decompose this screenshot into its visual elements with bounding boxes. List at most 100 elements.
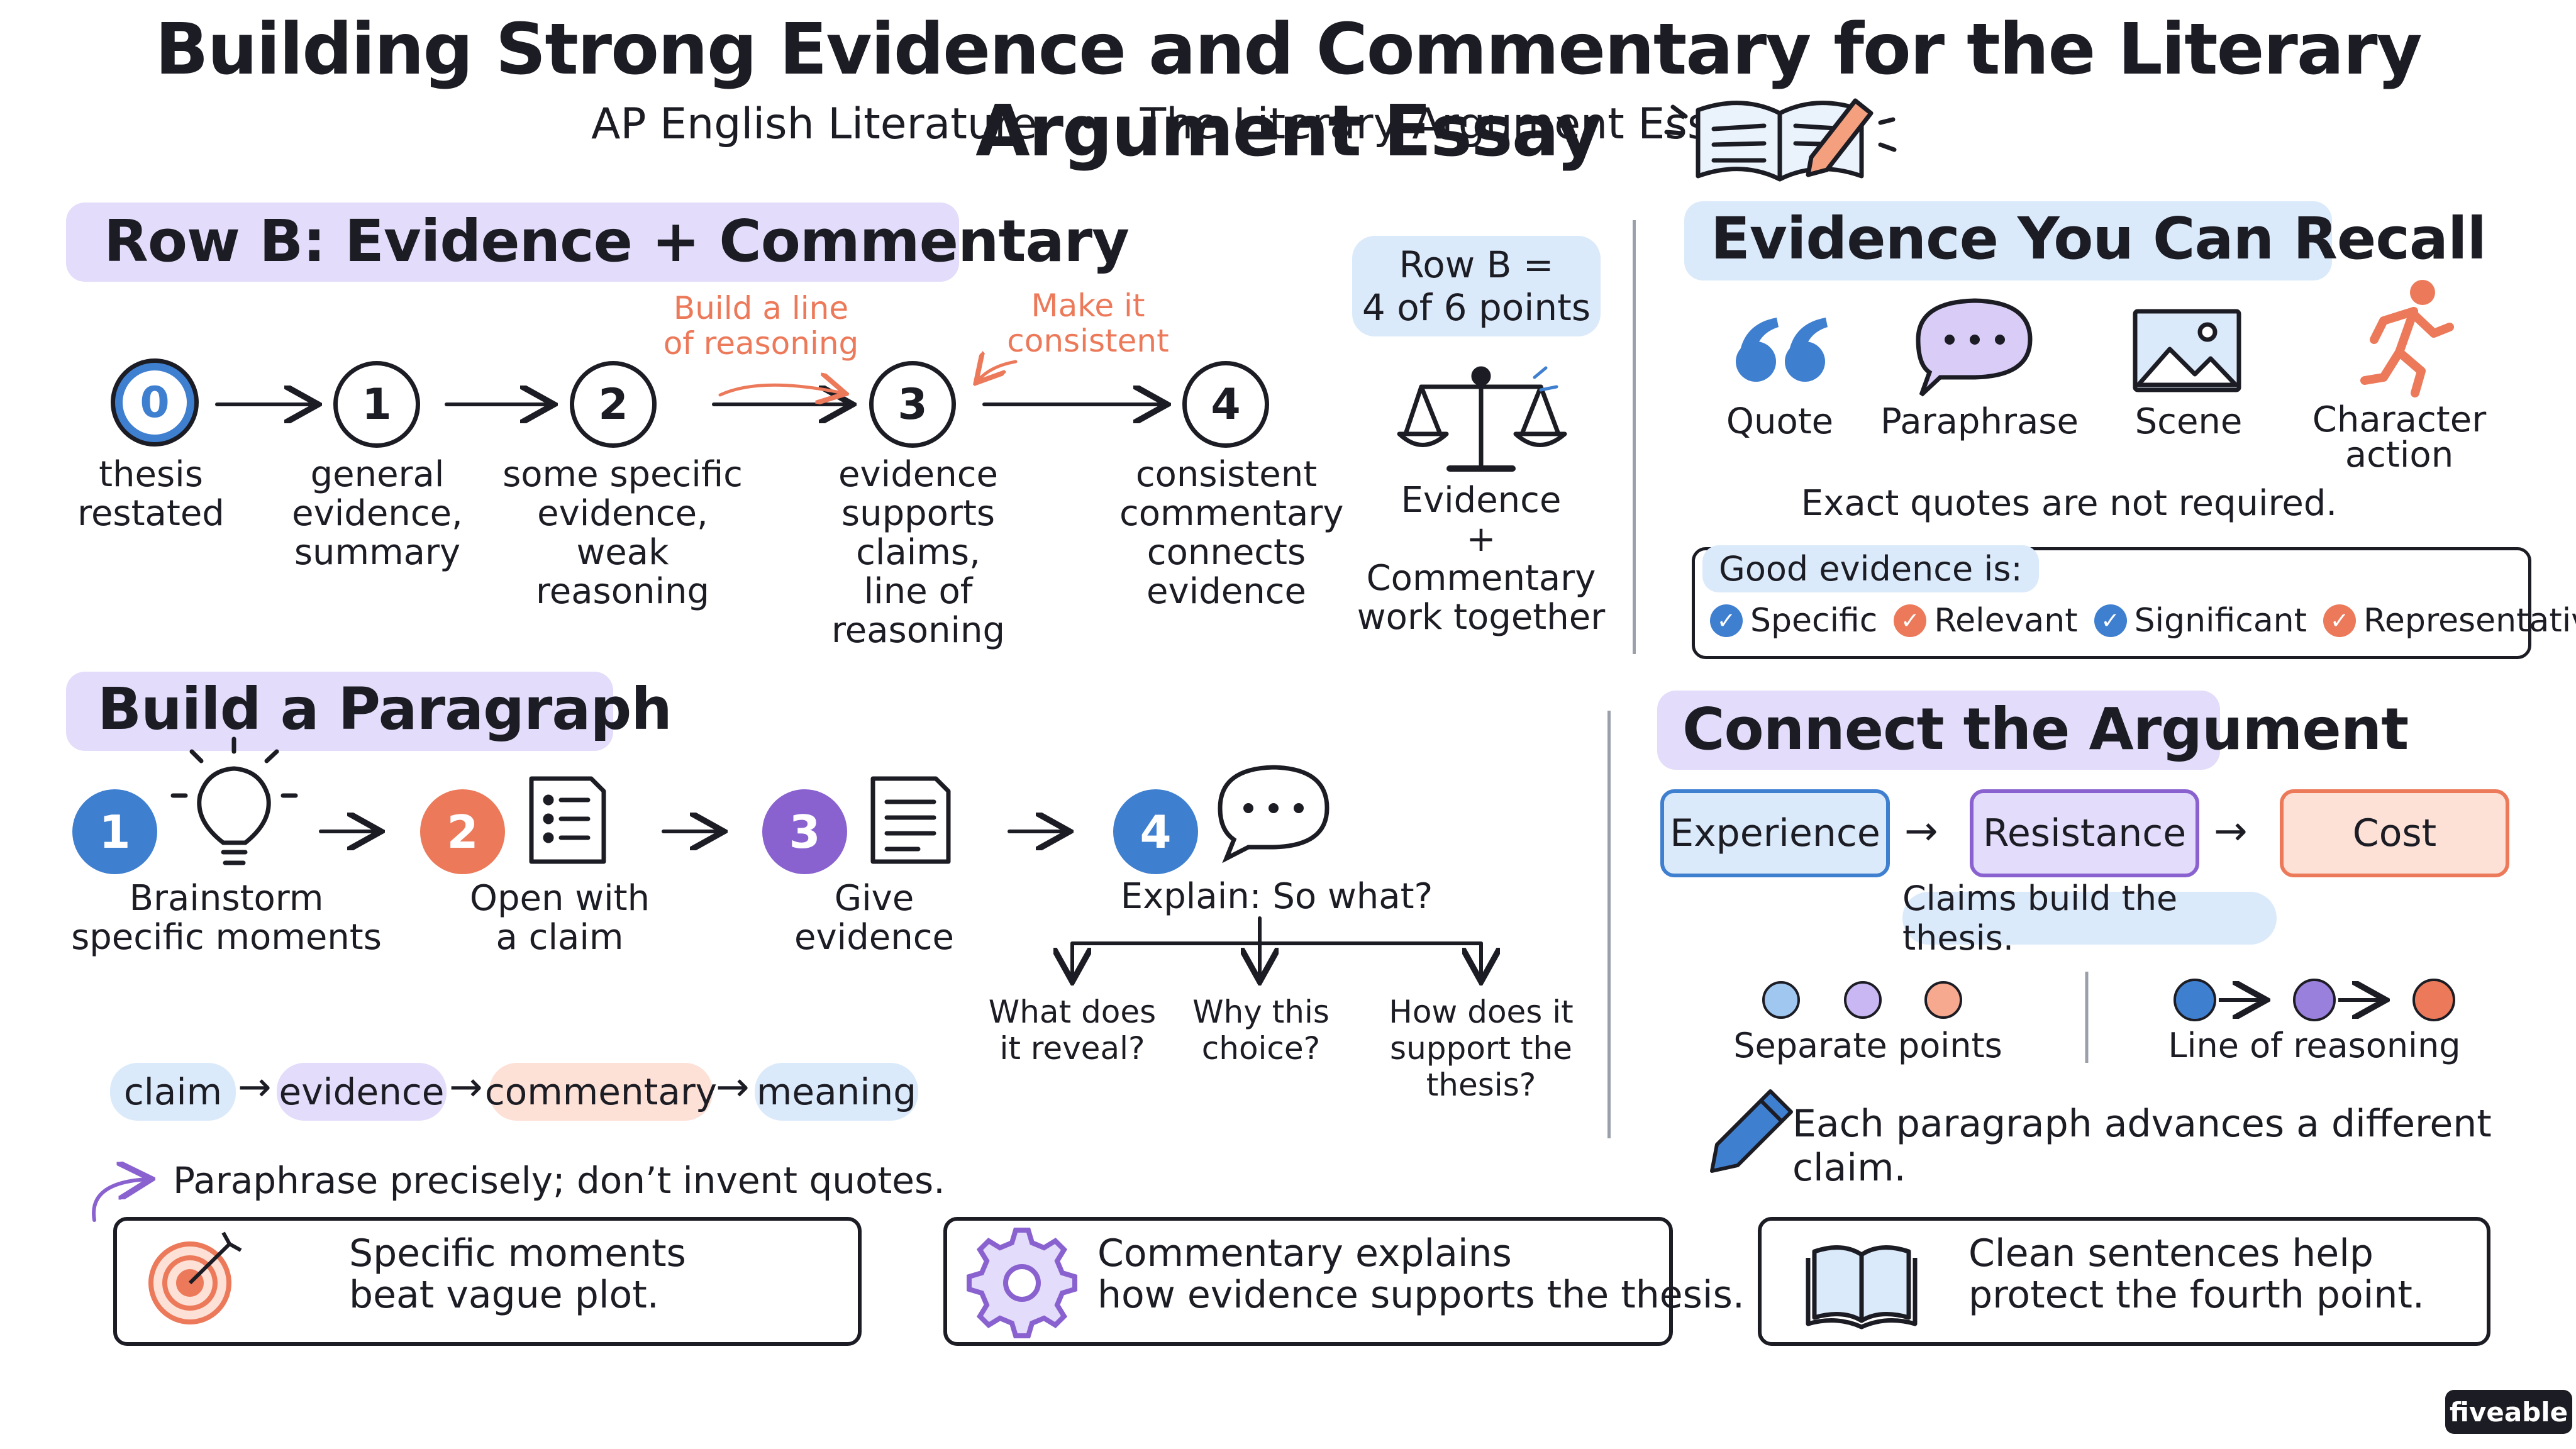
row-b-step-1-num: 1 [362,379,392,430]
image-icon [2133,309,2241,392]
quality-significant: ✓Significant [2094,602,2307,640]
build-step-4-num: 4 [1140,805,1172,858]
row-b-step-2: 2 [570,361,657,448]
row-b-step-0-num: 0 [140,377,170,428]
row-b-points-badge: Row B = 4 of 6 points [1352,236,1601,336]
good-evidence-qualities: ✓Specific ✓Relevant ✓Significant ✓Repres… [1710,602,2576,640]
brand-badge-text: fiveable [2449,1396,2568,1428]
recall-item-quote: Quote [1726,401,1834,442]
quality-specific-label: Specific [1750,602,1878,640]
row-b-step-2-num: 2 [598,379,628,430]
row-b-step-0: 0 [111,358,199,447]
chain-arrow-1: → [238,1064,272,1111]
recall-item-character-action: Character action [2312,399,2487,475]
check-icon: ✓ [2323,604,2357,637]
connect-heading-highlight [1657,691,2220,770]
quote-icon [1736,318,1828,382]
quality-specific: ✓Specific [1710,602,1877,640]
row-b-step-4-num: 4 [1211,379,1241,430]
claims-note-text: Claims build the thesis. [1902,879,2178,958]
flow-experience: Experience [1660,789,1890,877]
paraphrase-note: Paraphrase precisely; don’t invent quote… [173,1159,945,1202]
chain-meaning-label: meaning [756,1070,917,1113]
lightbulb-icon [170,736,298,865]
line-of-reasoning-label: Line of reasoning [2168,1026,2461,1065]
row-b-step-3-label: evidence supports claims, line of reason… [831,454,1006,651]
note-arrow-consistent [978,362,1018,380]
subtitle-course: AP English Literature [591,99,1038,149]
running-person-icon [2360,280,2454,397]
note-make-consistent: Make it consistent [1007,287,1169,359]
quality-relevant: ✓Relevant [1894,602,2078,640]
build-step-1-label: Brainstorm specific moments [71,878,382,958]
row-b-step-3-num: 3 [897,379,928,430]
note-line-of-reasoning: Build a line of reasoning [663,290,859,362]
recall-heading: Evidence You Can Recall [1711,205,2487,272]
chain-evidence-label: evidence [279,1070,445,1113]
advance-note: Each paragraph advances a different clai… [1792,1102,2492,1190]
recall-item-paraphrase: Paraphrase [1880,401,2079,442]
speech-bubble-icon [1916,298,2033,397]
scale-caption: Evidence + Commentary work together [1357,480,1606,638]
divider-top [1633,220,1636,654]
tip-1-text: Specific moments beat vague plot. [349,1231,686,1317]
row-b-heading: Row B: Evidence + Commentary [104,208,1130,275]
brand-badge: fiveable [2445,1390,2572,1434]
pencil-icon [1710,1089,1793,1173]
build-step-2-num: 2 [447,805,479,858]
row-b-step-0-label: thesis restated [77,454,225,534]
page-title: Building Strong Evidence and Commentary … [155,9,2422,172]
flow-cost-label: Cost [2352,811,2437,855]
chat-bubble-icon [1218,765,1330,863]
flow-cost: Cost [2280,789,2509,877]
quality-significant-label: Significant [2134,602,2307,640]
flow-arrow-1: → [1904,808,1938,855]
recall-note: Exact quotes are not required. [1801,483,2338,524]
quality-relevant-label: Relevant [1934,602,2078,640]
subtitle-separator: • [1075,99,1101,149]
chain-arrow-3: → [716,1064,750,1111]
tip-2-text: Commentary explains how evidence support… [1097,1231,1745,1317]
checklist-icon [529,776,606,864]
document-icon [870,776,951,864]
question-choice: Why this choice? [1192,994,1330,1067]
good-evidence-label: Good evidence is: [1702,545,2039,592]
claims-note: Claims build the thesis. [1902,879,2277,958]
question-support: How does it support the thesis? [1389,994,1574,1103]
chain-commentary-label: commentary [484,1070,718,1113]
subtitle-topic: The Literary Argument Essay [1140,99,1762,149]
flow-arrow-2: → [2214,808,2248,855]
build-step-1-badge: 1 [72,789,157,874]
build-heading: Build a Paragraph [97,675,672,743]
row-b-step-4: 4 [1182,361,1269,448]
quality-representative-label: Representative [2363,602,2576,640]
flow-resistance-label: Resistance [1982,811,2187,855]
good-evidence-box: Good evidence is: ✓Specific ✓Relevant ✓S… [1692,545,2576,659]
row-b-step-0-inner: 0 [123,370,187,435]
row-b-step-1-label: general evidence, summary [292,454,463,573]
row-b-heading-highlight [66,203,959,282]
build-step-3-label: Give evidence [794,878,954,958]
good-evidence-label-text: Good evidence is: [1719,549,2023,589]
recall-heading-highlight [1684,201,2332,280]
line-of-reasoning-dots [2174,979,2455,1021]
connect-heading: Connect the Argument [1682,696,2409,763]
build-step-3-badge: 3 [762,789,847,874]
chain-meaning: meaning [755,1063,918,1121]
build-step-4-badge: 4 [1113,789,1198,874]
subtitle: AP English Literature • The Literary Arg… [591,99,1761,149]
check-icon: ✓ [1894,604,1927,637]
chain-arrow-2: → [449,1064,483,1111]
build-step-2-badge: 2 [420,789,505,874]
scale-icon [1397,366,1567,472]
row-b-step-4-label: consistent commentary connects evidence [1119,454,1344,612]
tip-box-1 [113,1217,862,1346]
tip-3-text: Clean sentences help protect the fourth … [1968,1231,2424,1317]
separate-points-dots [1762,981,1962,1019]
flow-experience-label: Experience [1670,811,1880,855]
build-step-2-label: Open with a claim [469,878,650,958]
row-b-points-badge-text: Row B = 4 of 6 points [1362,243,1591,329]
build-step-1-num: 1 [99,805,131,858]
curved-arrow-icon [92,1179,148,1222]
chain-claim-label: claim [123,1070,223,1113]
